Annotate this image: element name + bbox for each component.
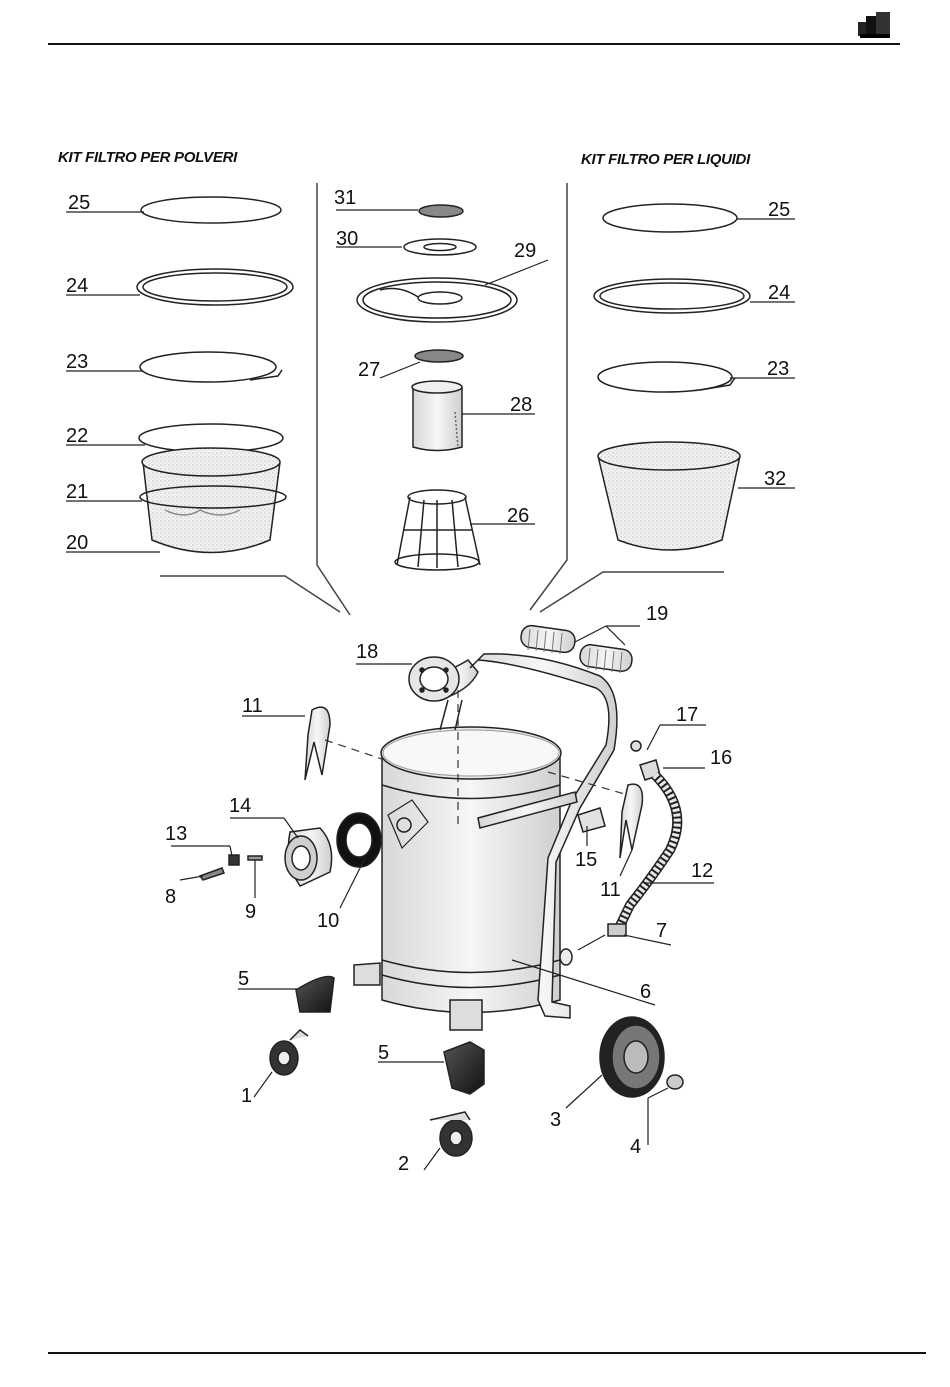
callout-11-left: 11 bbox=[242, 695, 263, 717]
callout-18: 18 bbox=[356, 641, 378, 663]
right-kit-callouts: 25 24 23 32 bbox=[764, 199, 790, 490]
left-kit-callouts: 25 24 23 22 21 20 bbox=[66, 192, 90, 554]
part-23-clamp-ring bbox=[140, 352, 276, 382]
callout-4: 4 bbox=[630, 1136, 641, 1158]
callout-3: 3 bbox=[550, 1109, 561, 1131]
part-28-cylinder-filter bbox=[413, 388, 462, 451]
callout-24-right: 24 bbox=[768, 282, 790, 304]
callout-17: 17 bbox=[676, 704, 698, 726]
part-3-wheel bbox=[600, 1017, 664, 1097]
callout-20: 20 bbox=[66, 532, 88, 554]
callout-7: 7 bbox=[656, 920, 667, 942]
callout-28: 28 bbox=[510, 394, 532, 416]
part-2-caster bbox=[430, 1112, 472, 1156]
part-5-cap-center bbox=[444, 1042, 484, 1094]
callout-23-left: 23 bbox=[66, 351, 88, 373]
part-8-clip bbox=[200, 868, 224, 880]
callout-12: 12 bbox=[691, 860, 713, 882]
callout-23-right: 23 bbox=[767, 358, 789, 380]
callout-29: 29 bbox=[514, 240, 536, 262]
callout-10: 10 bbox=[317, 910, 339, 932]
part-26-cage bbox=[397, 497, 480, 568]
part-25-right-ring bbox=[603, 204, 737, 232]
part-24-right-ring bbox=[594, 279, 750, 313]
callout-25-right: 25 bbox=[768, 199, 790, 221]
left-kit-parts bbox=[137, 197, 293, 553]
callout-2: 2 bbox=[398, 1153, 409, 1175]
callout-30: 30 bbox=[336, 228, 358, 250]
callout-22: 22 bbox=[66, 425, 88, 447]
part-27-disc bbox=[415, 350, 463, 362]
part-5-cap-left bbox=[296, 977, 334, 1013]
part-9-pin bbox=[248, 856, 262, 860]
part-18-inlet-elbow bbox=[409, 657, 478, 730]
part-29-lid bbox=[357, 278, 517, 322]
part-30-flange bbox=[404, 239, 476, 255]
center-kit-parts bbox=[357, 205, 517, 570]
part-1-caster bbox=[270, 1030, 308, 1075]
callout-27: 27 bbox=[358, 359, 380, 381]
callout-15: 15 bbox=[575, 849, 597, 871]
part-6-tank-body bbox=[382, 755, 560, 1013]
callout-26: 26 bbox=[507, 505, 529, 527]
part-4-hub-cap bbox=[667, 1075, 683, 1089]
part-7-fitting bbox=[608, 924, 626, 936]
callout-9: 9 bbox=[245, 901, 256, 923]
callout-32: 32 bbox=[764, 468, 786, 490]
callout-21: 21 bbox=[66, 481, 88, 503]
callout-1: 1 bbox=[241, 1085, 252, 1107]
callout-5-center: 5 bbox=[378, 1042, 389, 1064]
callout-11-right: 11 bbox=[600, 879, 621, 901]
part-31-disc bbox=[419, 205, 463, 217]
callout-14: 14 bbox=[229, 795, 251, 817]
part-15-bracket bbox=[578, 808, 605, 832]
right-kit-parts bbox=[594, 204, 750, 550]
callout-8: 8 bbox=[165, 886, 176, 908]
part-10-gasket bbox=[337, 813, 381, 867]
callout-24-left: 24 bbox=[66, 275, 88, 297]
callout-16: 16 bbox=[710, 747, 732, 769]
callout-25-left: 25 bbox=[68, 192, 90, 214]
callout-5-left: 5 bbox=[238, 968, 249, 990]
callout-31: 31 bbox=[334, 187, 356, 209]
part-17-fitting bbox=[631, 741, 641, 751]
callout-19: 19 bbox=[646, 603, 668, 625]
part-13-spring bbox=[229, 855, 239, 865]
part-11-clamp-left bbox=[305, 707, 330, 780]
part-25-gasket-ring bbox=[141, 197, 281, 223]
callout-6: 6 bbox=[640, 981, 651, 1003]
part-11-clamp-right bbox=[620, 784, 642, 858]
right-kit-leaders bbox=[730, 219, 795, 488]
part-24-ring bbox=[137, 269, 293, 305]
part-14-valve-body bbox=[285, 828, 332, 886]
callout-13: 13 bbox=[165, 823, 187, 845]
